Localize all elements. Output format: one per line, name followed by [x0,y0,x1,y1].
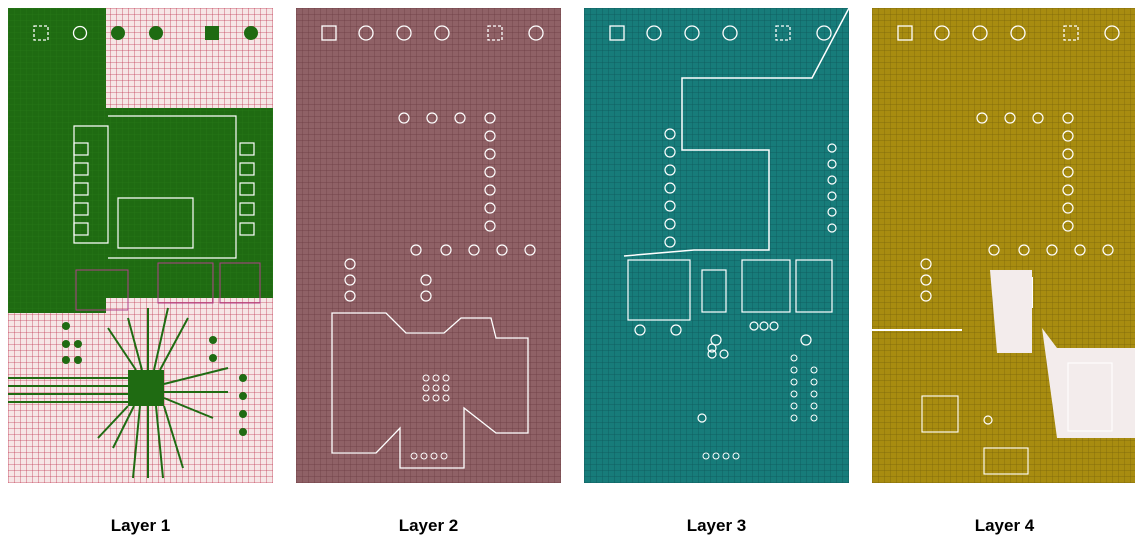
header-pad [111,26,125,40]
layer-2-caption: Layer 2 [398,516,459,535]
resistor-arrays [921,362,1113,475]
board-background [296,8,561,483]
via-cluster [410,374,450,460]
pour-outline [117,197,194,249]
layer-1-panel [8,8,273,483]
component-outlines [627,259,833,423]
header-pad [244,26,258,40]
pad-column-left [73,142,89,236]
layer-2-board [296,8,561,483]
layer-3-board [584,8,849,483]
header-pads [609,25,832,41]
layer-1-caption: Layer 1 [110,516,171,535]
traces [8,307,229,479]
header-pads [897,25,1120,41]
via-ring [344,112,536,302]
plane-outline [331,312,529,469]
plane-split [623,8,849,257]
header-pad [72,25,88,41]
copper-pour-left [8,8,106,313]
vias [62,322,247,436]
layer-3-caption: Layer 3 [686,516,747,535]
layer-4-board [872,8,1135,483]
layer-3-panel [584,8,849,483]
pad-outlines-bottom [75,262,261,311]
via-grid [702,354,818,460]
header-pad [205,26,219,40]
via-column [664,128,837,248]
layer-4-caption: Layer 4 [974,516,1035,535]
header-pad [33,25,49,41]
header-pads [321,25,544,41]
copper-pour-ic [128,370,164,406]
pad-column-right [239,142,255,236]
layer-4-panel [872,8,1135,483]
board-background [584,8,849,483]
layer-1-board [8,8,273,483]
via-ring [920,112,1114,425]
header-pad [149,26,163,40]
layer-2-panel [296,8,561,483]
